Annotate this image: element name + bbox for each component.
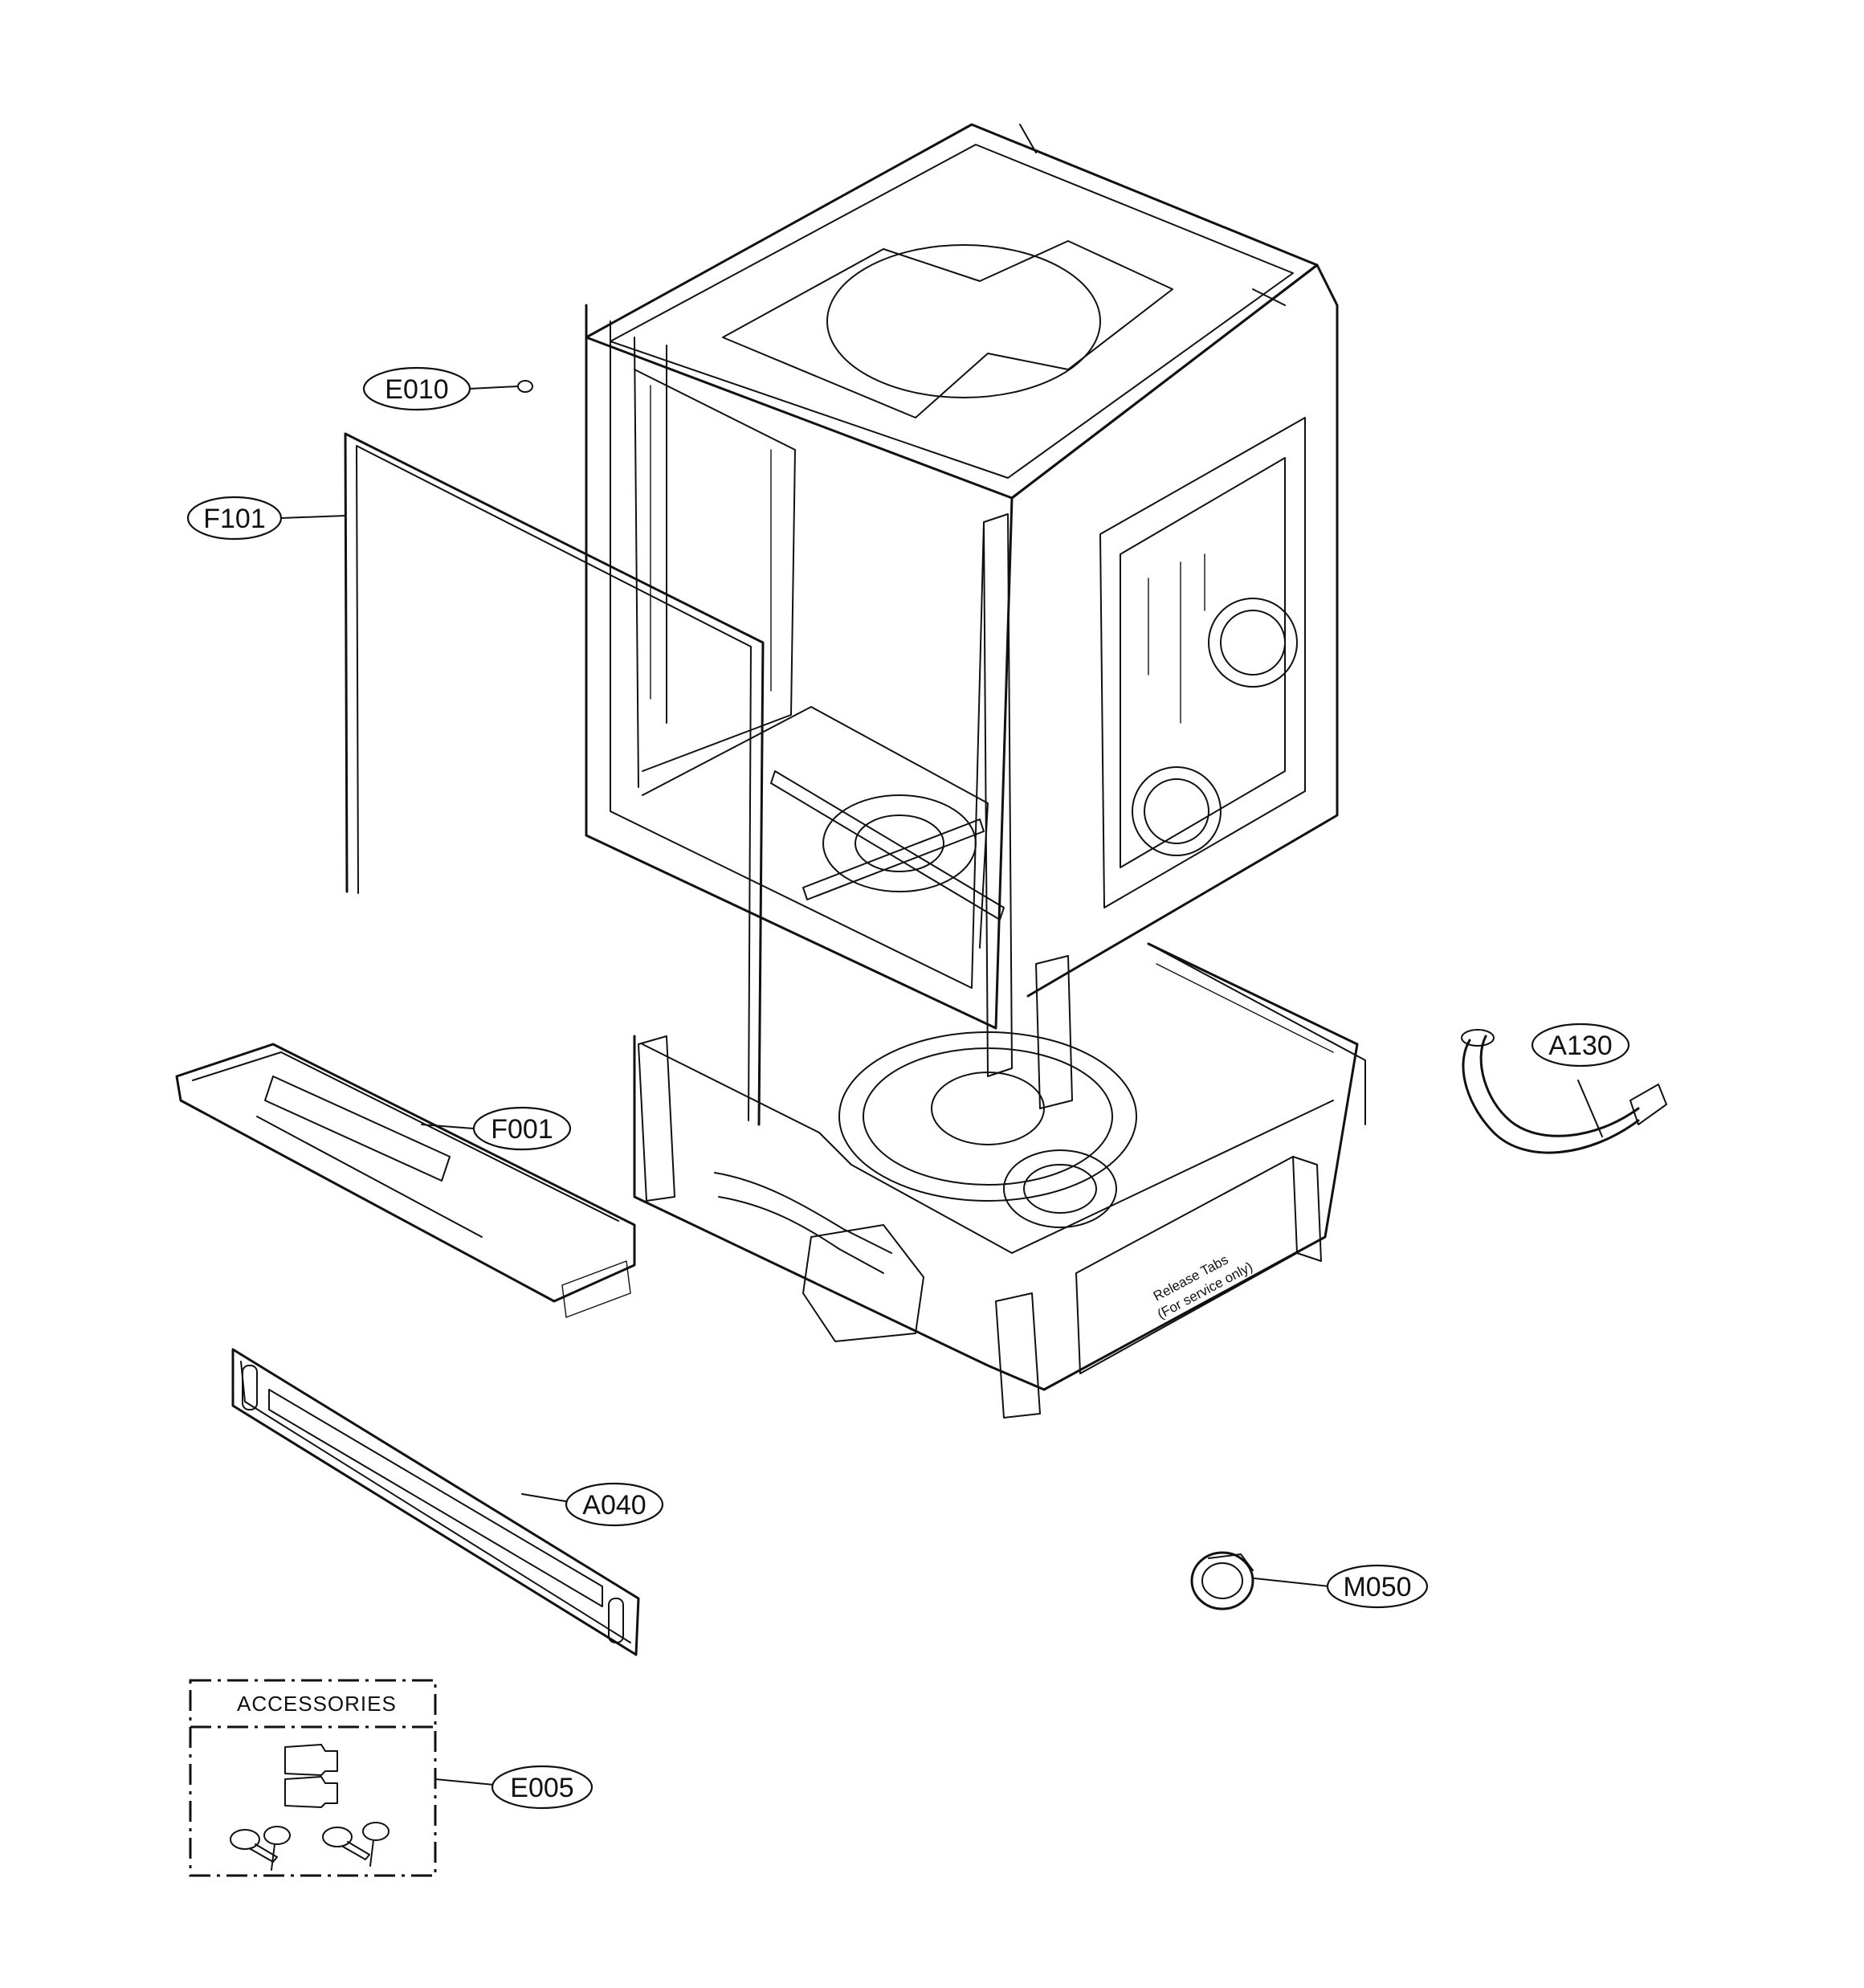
- callout-f001: F001: [472, 1106, 572, 1151]
- base-assembly: Release Tabs (For service only): [633, 942, 1366, 1419]
- tub-assembly: [585, 123, 1339, 1109]
- callout-a040-label: A040: [582, 1490, 646, 1521]
- callout-e010: E010: [362, 366, 471, 411]
- f001-cover-part: [175, 1043, 636, 1318]
- callout-m050-label: M050: [1343, 1572, 1411, 1602]
- callout-f101-label: F101: [203, 504, 266, 534]
- callout-a040: A040: [565, 1482, 664, 1527]
- callout-a130: A130: [1531, 1023, 1630, 1067]
- f101-door-gasket-part: [344, 432, 765, 1126]
- screw-icon: [230, 1826, 291, 1871]
- m050-sensor-part: [1190, 1551, 1254, 1610]
- accessories-label: ACCESSORIES: [237, 1692, 397, 1716]
- callout-m050: M050: [1326, 1564, 1429, 1609]
- callout-f101: F101: [186, 496, 283, 541]
- accessories-box: ACCESSORIES: [189, 1679, 437, 1877]
- screw-icon: [322, 1822, 390, 1867]
- callout-a130-label: A130: [1548, 1031, 1612, 1061]
- callout-f001-label: F001: [491, 1114, 553, 1145]
- callout-e005: E005: [491, 1765, 593, 1810]
- a040-toe-kick-part: [231, 1348, 640, 1656]
- callout-e005-label: E005: [510, 1773, 573, 1803]
- e010-plug-part: [517, 380, 533, 393]
- callout-e010-label: E010: [385, 374, 448, 405]
